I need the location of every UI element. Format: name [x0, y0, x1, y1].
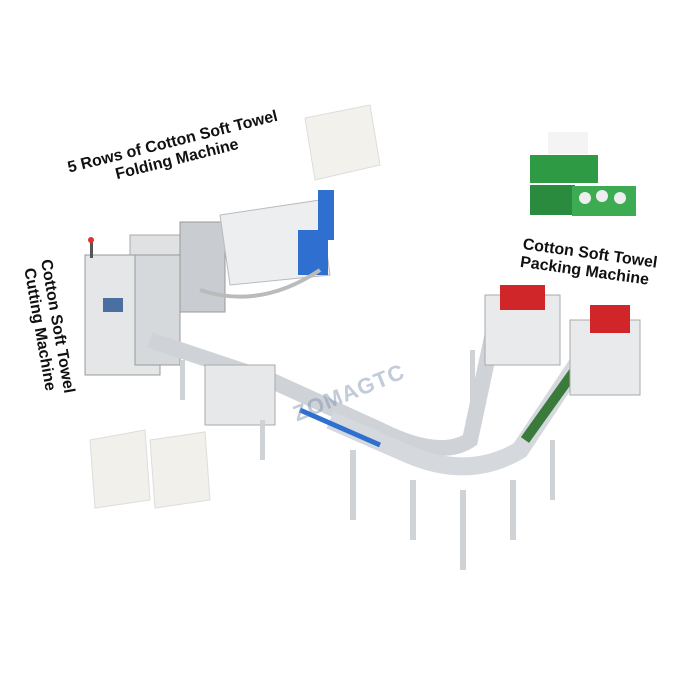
cut-towel-blocks [89, 429, 211, 509]
packing-machine-1 [484, 285, 561, 366]
folded-towel-stack [304, 104, 381, 181]
packaged-towel-product [530, 132, 636, 216]
conveyor-line [147, 298, 608, 570]
packing-machine-2 [569, 305, 641, 396]
cutting-machine [84, 237, 181, 376]
